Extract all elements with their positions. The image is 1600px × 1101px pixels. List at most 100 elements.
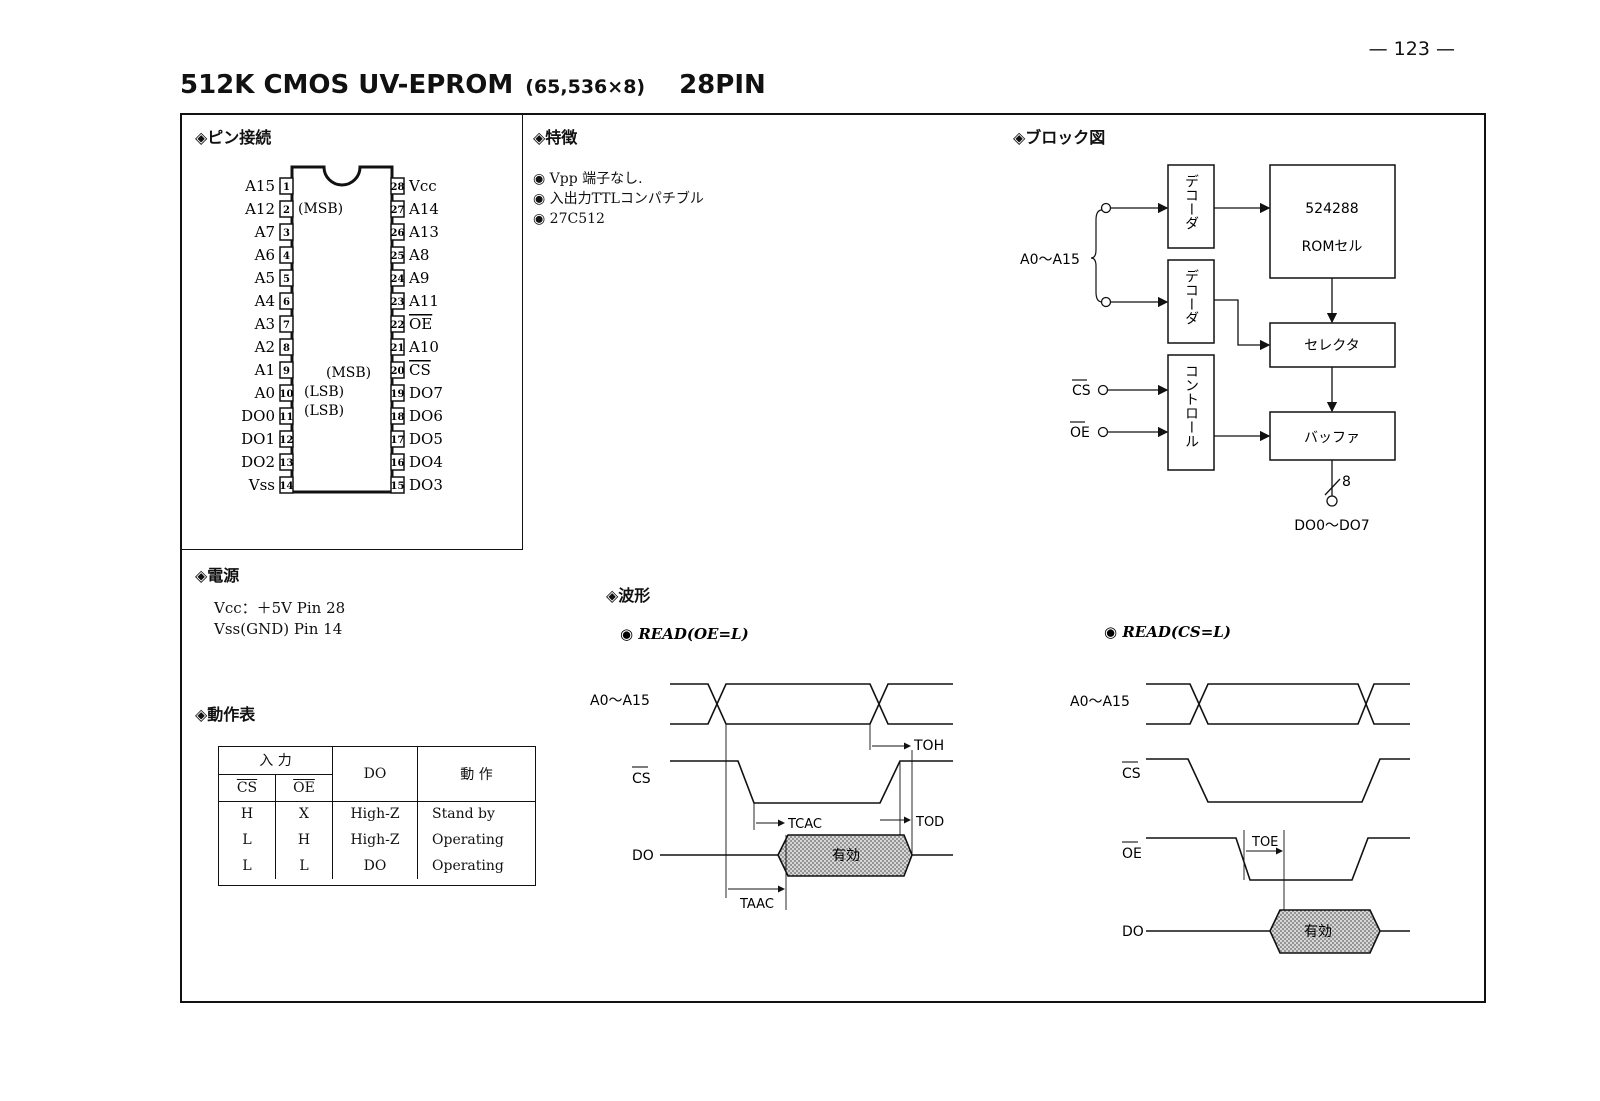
title-pin-count: 28PIN (679, 70, 766, 100)
page-title: 512K CMOS UV-EPROM (65,536×8) 28PIN (180, 70, 766, 100)
pin-number: 1 (283, 182, 290, 193)
pin-box (390, 246, 405, 264)
dip-package-outline (290, 165, 394, 494)
action-cell: Stand by (432, 806, 495, 823)
control-label: コントロール (1183, 364, 1199, 448)
tod-label: TOD (915, 815, 944, 830)
pin-number: 8 (283, 343, 290, 354)
decoder-upper-label: デコーダ (1183, 174, 1199, 230)
pin-number: 26 (391, 228, 405, 239)
pin-box (390, 223, 405, 241)
pin-name: A7 (254, 223, 275, 241)
block-diagram: デコーダ デコーダ コントロール 524288 ROMセル セレクタ バッファ … (1020, 164, 1396, 534)
operation-table-heading: ◈動作表 (195, 705, 256, 724)
pin-number: 3 (283, 228, 290, 239)
table-row: H X High-Z Stand by (219, 801, 535, 827)
pin-box (279, 453, 294, 471)
address-waveform (1146, 683, 1410, 725)
toe-label: TOE (1251, 835, 1278, 850)
pin-box (390, 269, 405, 287)
pin-name: A4 (254, 292, 275, 310)
address-upper-terminal (1100, 202, 1112, 214)
pin-name: DO2 (241, 453, 275, 471)
block-diagram-heading: ◈ブロック図 (1013, 128, 1106, 147)
pin-box (390, 407, 405, 425)
pinout-box (180, 113, 523, 550)
action-header: 動 作 (417, 747, 535, 802)
pin-number: 17 (391, 435, 405, 446)
pin-box (279, 269, 294, 287)
pin-number: 11 (280, 412, 294, 423)
pin-name: A12 (244, 200, 275, 218)
cs-cell: L (219, 827, 276, 853)
pin-number: 15 (391, 481, 405, 492)
pin-box (279, 292, 294, 310)
oe-header: OE (275, 774, 333, 802)
address-signal-label: A0～A15 (590, 693, 650, 709)
lsb-label-do0: (LSB) (304, 403, 344, 419)
pin-name: DO5 (409, 430, 443, 448)
pin-name: A14 (408, 200, 439, 218)
pin-number: 10 (280, 389, 294, 400)
address-brace (1090, 209, 1103, 303)
pin-number: 7 (283, 320, 290, 331)
pin-group: 1A152A123A74A65A56A47A38A29A110A011DO012… (241, 177, 443, 494)
pin-box (390, 476, 405, 494)
pin-number: 9 (283, 366, 290, 377)
lsb-label-a0: (LSB) (304, 384, 344, 400)
taac-label: TAAC (739, 897, 774, 912)
data-output-label: DO0～DO7 (1294, 518, 1369, 534)
pin-number: 23 (391, 297, 405, 308)
oe-waveform (1146, 837, 1410, 881)
pin-box (390, 177, 405, 195)
do-cell: DO (332, 853, 418, 879)
pin-box (390, 200, 405, 218)
action-cell: Operating (432, 858, 504, 874)
content-frame (180, 113, 1486, 1003)
cs-cell: L (219, 853, 276, 879)
data-valid-window (1269, 909, 1381, 954)
buffer-label: バッファ (1304, 430, 1360, 446)
pin-number: 5 (283, 274, 290, 285)
data-valid-label: 有効 (1304, 924, 1332, 940)
cs-input-label: CS (1072, 383, 1091, 399)
operation-table: 入 力 DO 動 作 CS OE H X High-Z Stand by L H… (219, 747, 535, 879)
oe-signal-label: OE (1122, 846, 1142, 862)
vss-spec: Vss(GND) Pin 14 (214, 620, 343, 638)
cs-terminal (1097, 384, 1109, 396)
title-organization: (65,536×8) (525, 76, 646, 98)
pin-box (390, 430, 405, 448)
pin-number: 22 (391, 320, 405, 331)
pin-number: 24 (391, 274, 405, 285)
action-cell: Operating (432, 832, 504, 848)
pin-number: 16 (391, 458, 405, 469)
feature-item: ◉ 27C512 (533, 211, 605, 227)
pinout-heading: ◈ピン接続 (195, 128, 272, 147)
bus-width-label: 8 (1342, 474, 1351, 490)
pin-name: DO0 (241, 407, 275, 425)
power-heading: ◈電源 (195, 566, 240, 585)
pin-box (279, 246, 294, 264)
pin-name: CS (409, 361, 431, 379)
rom-size: 524288 (1305, 201, 1358, 217)
pin-number: 18 (391, 412, 405, 423)
features-heading: ◈特徴 (533, 128, 578, 147)
data-valid-label: 有効 (832, 848, 860, 864)
pin-name: DO4 (409, 453, 443, 471)
control-box (1167, 354, 1215, 471)
rom-label: ROMセル (1302, 239, 1363, 255)
data-output-terminal (1326, 495, 1338, 507)
input-header: 入 力 (219, 747, 333, 775)
vcc-spec: Vcc：＋5V Pin 28 (214, 599, 346, 617)
title-main: 512K CMOS UV-EPROM (180, 70, 514, 100)
pin-box (279, 177, 294, 195)
feature-item: ◉ 入出力TTLコンパチブル (533, 191, 704, 207)
cs-header: CS (219, 774, 276, 802)
page-number: — 123 — (1368, 38, 1455, 60)
read-oe-low-waveform: ◉ READ(OE=L) A0～A15 CS DO 有効 TOH TCAC TO… (590, 625, 953, 912)
pin-box (390, 315, 405, 333)
pin-box (279, 200, 294, 218)
read-cs-low-waveform: ◉ READ(CS=L) A0～A15 CS OE DO 有効 TOE (1070, 623, 1410, 954)
tcac-label: TCAC (787, 817, 822, 832)
feature-list: ◉ Vpp 端子なし. ◉ 入出力TTLコンパチブル ◉ 27C512 (533, 169, 704, 229)
